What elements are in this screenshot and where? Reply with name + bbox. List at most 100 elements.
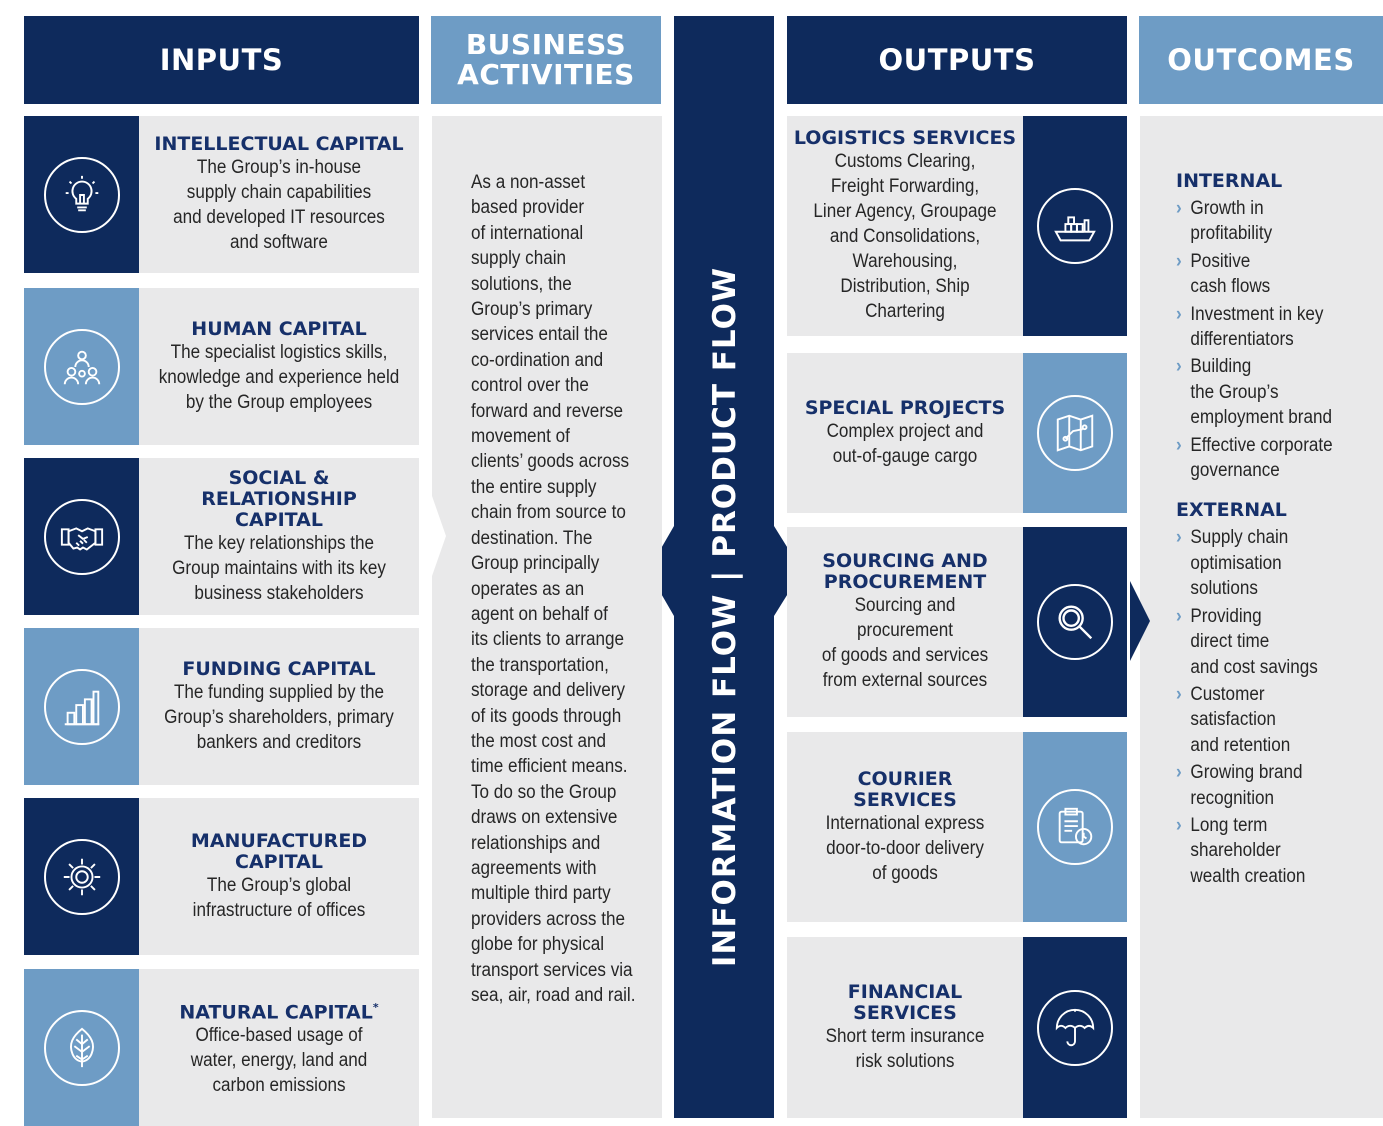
outcomes-header-label: OUTCOMES (1167, 43, 1355, 77)
chevron-right-icon: › (1176, 303, 1182, 325)
lightbulb-icon (43, 156, 120, 233)
outcome-item-text: Effective corporate governance (1190, 434, 1333, 482)
business-activities-header-label: BUSINESS ACTIVITIES (457, 28, 635, 91)
outcome-item-text: Supply chain optimisation solutions (1190, 527, 1289, 600)
output-description: International express door-to-door deliv… (825, 812, 985, 884)
chevron-right-icon: › (1176, 683, 1182, 705)
chevron-right-icon: › (1176, 434, 1182, 456)
input-icon-box (24, 798, 139, 955)
output-icon-box (1023, 353, 1127, 513)
outcome-item: › Positive cash flows (1176, 249, 1356, 300)
outcomes-content: INTERNAL › Growth in profitability › Positi… (1176, 170, 1376, 891)
output-icon-box (1023, 732, 1127, 922)
output-description: Customs Clearing, Freight Forwarding, Li… (813, 151, 997, 322)
outputs-header: OUTPUTS (787, 16, 1127, 104)
business-activities-header: BUSINESS ACTIVITIES (431, 16, 661, 104)
business-activities-text: As a non-asset based provider of interna… (471, 172, 636, 1006)
outcome-item-text: Customer satisfaction and retention (1190, 683, 1291, 756)
flow-label: INFORMATION FLOW | PRODUCT FLOW (707, 266, 743, 968)
input-title: NATURAL CAPITAL* (179, 1000, 379, 1024)
inputs-header: INPUTS (24, 16, 419, 104)
outcome-item: › Building the Group’s employment brand (1176, 354, 1356, 430)
output-title: FINANCIAL SERVICES (847, 980, 963, 1024)
input-title: INTELLECTUAL CAPITAL (154, 133, 404, 155)
gear-icon (43, 838, 120, 915)
title-footnote-mark: * (372, 1000, 379, 1014)
outcome-item-text: Growth in profitability (1190, 198, 1273, 245)
outcome-item: › Growing brand recognition (1176, 760, 1356, 811)
chevron-right-icon: › (1176, 198, 1182, 219)
outcome-item: › Providing direct time and cost savings (1176, 604, 1356, 680)
outcome-item-text: Long term shareholder wealth creation (1190, 814, 1306, 887)
chevron-right-icon: › (1176, 356, 1182, 378)
input-icon-box (24, 458, 139, 615)
inputs-header-label: INPUTS (159, 43, 284, 77)
chevron-right-icon: › (1176, 527, 1182, 549)
input-icon-box (24, 116, 139, 273)
output-title: SPECIAL PROJECTS (804, 396, 1006, 419)
chevron-right-icon: › (1176, 762, 1182, 784)
bar-chart-icon (43, 668, 120, 745)
handshake-icon (43, 498, 120, 575)
output-icon-box (1023, 527, 1127, 717)
outcome-item: › Investment in key differentiators (1176, 302, 1356, 353)
input-title: HUMAN CAPITAL (191, 317, 367, 340)
outcome-item: ›Long term shareholder wealth creation (1176, 813, 1356, 889)
outcome-item: › Customer satisfaction and retention (1176, 682, 1356, 758)
output-description: Short term insurance risk solutions (825, 1025, 985, 1072)
outcome-item: › Growth in profitability (1176, 196, 1356, 247)
outcome-item-text: Positive cash flows (1190, 250, 1271, 298)
outcomes-internal-list: › Growth in profitability › Positive cash f… (1176, 196, 1376, 483)
flow-band (648, 16, 802, 1118)
outcomes-header: OUTCOMES (1139, 16, 1383, 104)
input-card: NATURAL CAPITAL*Office-based usage of wa… (139, 969, 419, 1126)
output-icon-box (1023, 937, 1127, 1118)
outcomes-internal-title: INTERNAL (1176, 170, 1283, 192)
input-title: FUNDING CAPITAL (182, 657, 376, 680)
input-description: The funding supplied by the Group’s shar… (164, 681, 394, 753)
business-activities-panel (432, 116, 662, 1118)
output-title: COURIER SERVICES (853, 767, 957, 811)
input-icon-box (24, 969, 139, 1126)
outcome-item: › Effective corporate governance (1176, 433, 1356, 484)
leaf-icon (43, 1009, 120, 1086)
output-description: Sourcing and procurement of goods and se… (821, 595, 989, 691)
output-description: Complex project and out-of-gauge cargo (826, 420, 984, 467)
input-description: The Group’s in-house supply chain capabi… (173, 157, 385, 253)
chevron-right-icon: › (1176, 250, 1182, 272)
input-description: The Group’s global infrastructure of off… (192, 874, 366, 921)
input-title: MANUFACTURED CAPITAL (190, 829, 368, 873)
input-icon-box (24, 628, 139, 785)
output-title: LOGISTICS SERVICES (793, 127, 1017, 149)
outcomes-panel (1130, 116, 1383, 1118)
people-icon (43, 328, 120, 405)
input-description: Office-based usage of water, energy, lan… (190, 1025, 368, 1097)
input-description: The key relationships the Group maintain… (172, 532, 386, 604)
input-icon-box (24, 288, 139, 445)
outcome-item: › Supply chain optimisation solutions (1176, 525, 1356, 601)
input-title: SOCIAL & RELATIONSHIP CAPITAL (201, 466, 357, 531)
umbrella-icon (1037, 989, 1113, 1066)
input-description: The specialist logistics skills, knowled… (158, 341, 400, 413)
outcome-item-text: Investment in key differentiators (1190, 303, 1324, 351)
ship-icon (1037, 188, 1113, 264)
outcome-item-text: Growing brand recognition (1190, 762, 1303, 809)
outcomes-external-list: › Supply chain optimisation solutions › Pro… (1176, 525, 1376, 889)
outcomes-external-title: EXTERNAL (1176, 499, 1287, 522)
outputs-header-label: OUTPUTS (878, 43, 1036, 77)
magnifier-icon (1037, 584, 1113, 660)
output-title: SOURCING AND PROCUREMENT (822, 550, 988, 593)
outcome-item-text: Providing direct time and cost savings (1190, 605, 1318, 678)
chevron-right-icon: › (1176, 605, 1182, 627)
outcome-item-text: Building the Group’s employment brand (1190, 356, 1333, 429)
